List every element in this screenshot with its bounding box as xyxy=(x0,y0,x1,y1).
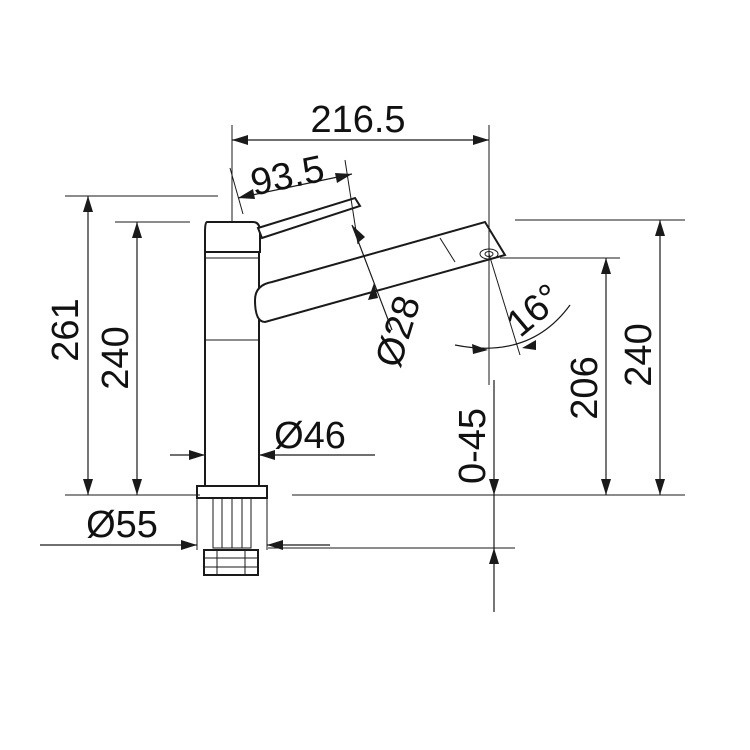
base-flange xyxy=(196,485,268,499)
total-height-label: 261 xyxy=(45,298,87,361)
spout xyxy=(253,220,507,324)
dim-spout-top-height xyxy=(515,219,685,495)
spout-angle-label: 16° xyxy=(499,276,570,345)
faucet-body xyxy=(204,251,260,499)
outlet-height-label: 206 xyxy=(564,356,606,419)
spout-seam xyxy=(439,237,456,263)
faucet xyxy=(196,196,507,576)
spout-diameter-label: Ø28 xyxy=(368,291,429,372)
dim-spout-diameter xyxy=(351,224,393,331)
body-height-label: 240 xyxy=(95,326,137,389)
dim-base-diameter xyxy=(40,498,330,550)
lever-reach-label: 93.5 xyxy=(247,148,328,204)
dim-body-diameter xyxy=(170,450,375,460)
dim-total-height xyxy=(65,195,218,496)
base-diameter-label: Ø55 xyxy=(86,504,158,546)
faucet-cap xyxy=(204,221,261,253)
mounting-nut xyxy=(203,549,259,576)
spout-top-height-label: 240 xyxy=(618,323,660,386)
lever-handle xyxy=(256,196,362,240)
body-diameter-label: Ø46 xyxy=(274,415,346,457)
dim-body-height xyxy=(115,221,190,495)
total-reach-label: 216.5 xyxy=(310,99,405,141)
dim-counter-thickness xyxy=(268,380,515,612)
dim-outlet-height xyxy=(292,257,685,496)
dim-spout-angle xyxy=(454,253,571,356)
counter-thickness-label: 0-45 xyxy=(452,408,494,484)
